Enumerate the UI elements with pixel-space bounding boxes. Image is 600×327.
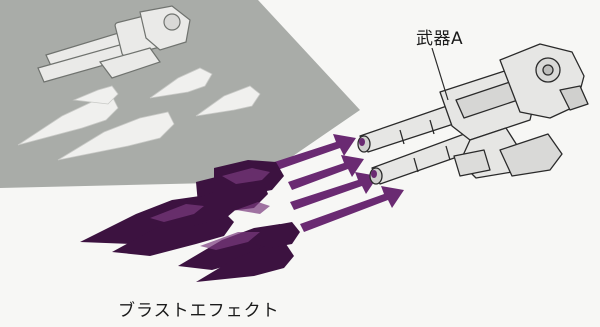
weapon-a-icon	[357, 43, 589, 185]
arrow-1	[262, 134, 356, 174]
blast-effect-label: ブラストエフェクト	[118, 301, 280, 321]
arrow-2	[288, 155, 364, 190]
direction-arrows-icon	[262, 134, 404, 232]
weapon-a-label: 武器A	[416, 29, 464, 49]
arrow-4	[300, 186, 404, 232]
ghost-blast-effects	[17, 67, 261, 161]
weapon-leader-line	[431, 47, 449, 101]
ghost-weapon-icon	[37, 5, 191, 83]
arrow-3	[290, 172, 378, 210]
blast-effect-icon	[80, 160, 300, 282]
